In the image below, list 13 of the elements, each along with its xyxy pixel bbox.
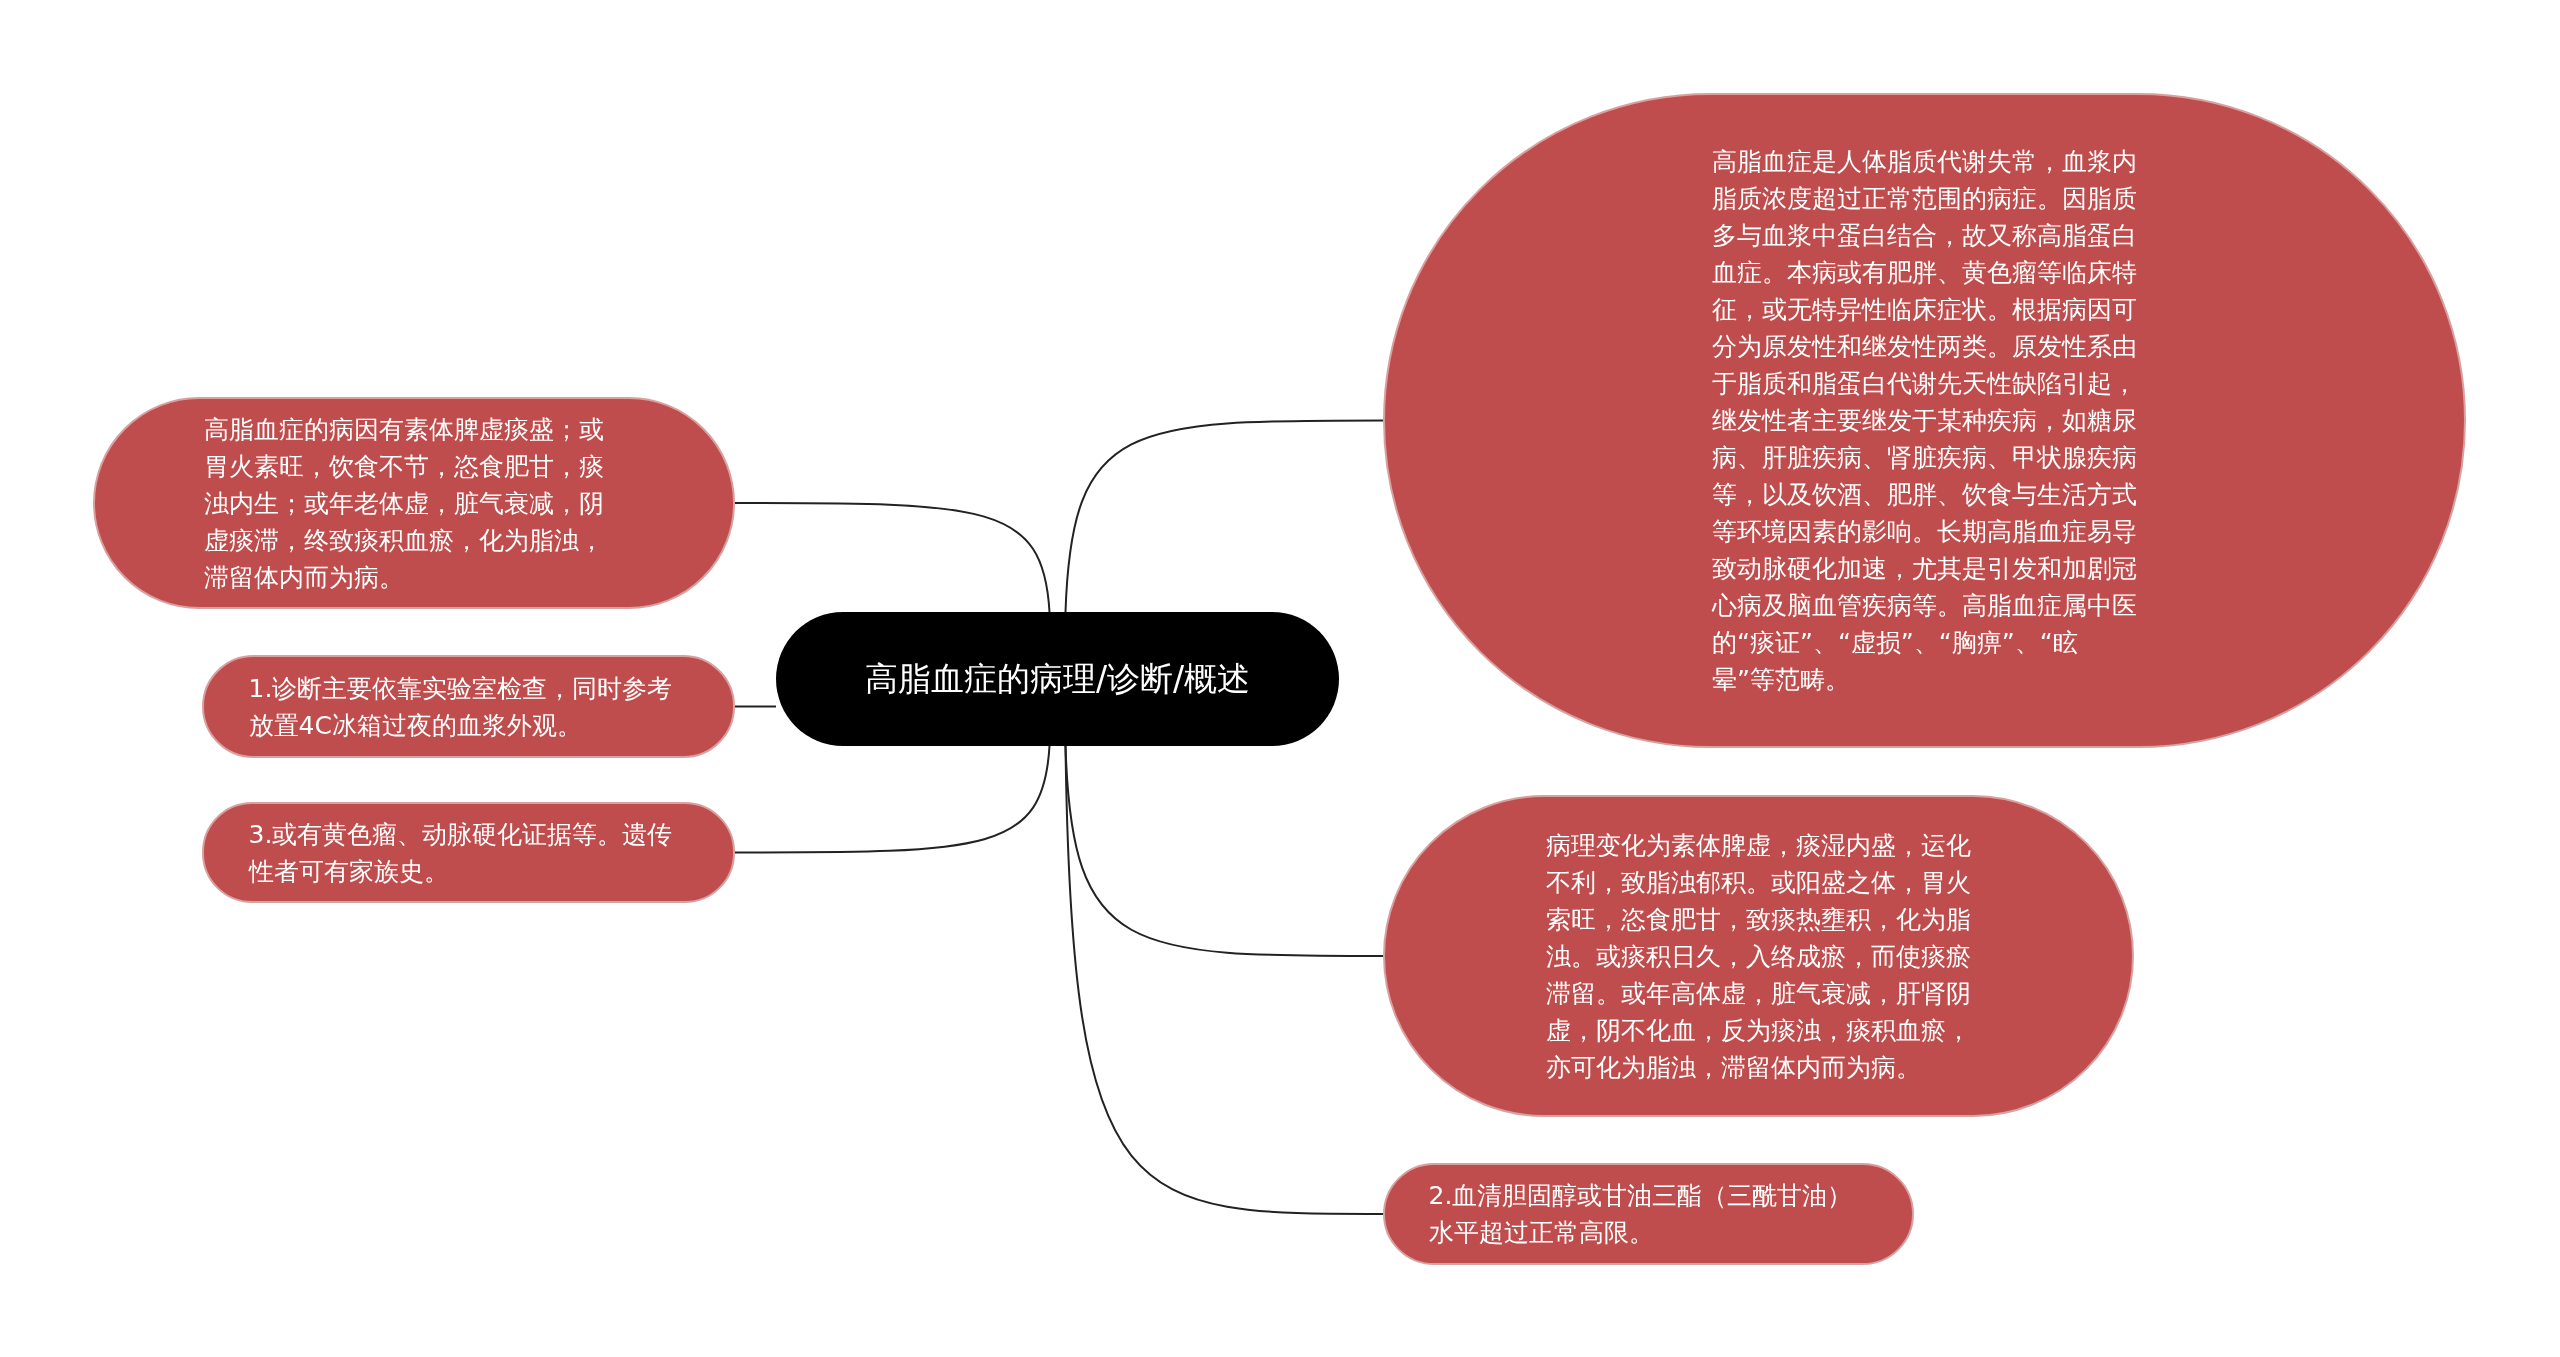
- topic-text: 2.血清胆固醇或甘油三酯（三酰甘油）水平超过正常高限。: [1428, 1180, 1854, 1249]
- topic-text: 1.诊断主要依靠实验室检查，同时参考放置4C冰箱过夜的血浆外观。: [248, 672, 674, 742]
- topic-text: 高脂血症是人体脂质代谢失常，血浆内脂质浓度超过正常范围的病症。因脂质多与血浆中蛋白结合，故又称高脂蛋白血症。本病或有肥胖、黄色瘤等临床特征，或无特异性临床症状。根据病因可分为原发性和继发性两类。原发性系由于脂质和脂蛋白代谢先天性缺陷引起，继发性者主要继发于某种疾病，如糖尿病、肝脏疾病、肾脏疾病、甲状腺疾病等，以及饮酒、肥胖、饮食与生活方式等环境因素的影响。长期高脂血症易导致动脉硬化加速，尤其是引发和加剧冠心病及脑血管疾病等。高脂血症属中医的“痰证”、“虚损”、“胸痹”、“眩晕”等范畴。: [1712, 146, 2137, 696]
- topic-text: 3.或有黄色瘤、动脉硬化证据等。遗传性者可有家族史。: [248, 818, 674, 888]
- connector-line: [734, 745, 1051, 854]
- topic-text: 高脂血症的病因有素体脾虚痰盛；或胃火素旺，饮食不节，恣食肥甘，痰浊内生；或年老体虚，脏气衰减，阴虚痰滞，终致痰积血瘀，化为脂浊，滞留体内而为病。: [204, 413, 605, 594]
- topic-title: 高脂血症的病理/诊断/概述: [863, 657, 1252, 700]
- connector-line: [1064, 745, 1384, 1215]
- topic-text: 病理变化为素体脾虚，痰湿内盛，运化不利，致脂浊郁积。或阳盛之体，胃火索旺，恣食肥甘，致痰热壅积，化为脂浊。或痰积日久，入络成瘀，而使痰瘀滞留。或年高体虚，脏气衰减，肝肾阴虚，阴不化血，反为痰浊，痰积血瘀，亦可化为脂浊，滞留体内而为病。: [1546, 829, 1971, 1084]
- connector-line: [734, 705, 777, 708]
- connector-line: [1064, 419, 1384, 613]
- connector-line: [1064, 745, 1384, 957]
- connector-line: [734, 502, 1051, 613]
